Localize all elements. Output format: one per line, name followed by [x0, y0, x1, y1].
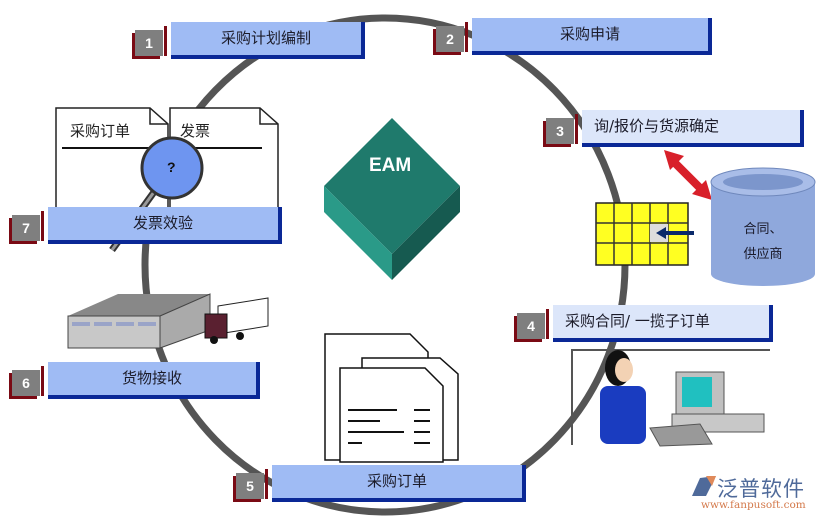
step-number-badge: 6	[12, 366, 44, 396]
step-label: 发票效验	[48, 207, 282, 244]
warehouse-icon	[67, 293, 211, 349]
step-label: 采购订单	[272, 465, 526, 502]
brand-name: 泛普软件	[717, 477, 805, 501]
step-number-badge: 4	[517, 309, 549, 339]
truck-icon	[204, 297, 269, 344]
step-label: 货物接收	[48, 362, 260, 399]
step-number-badge: 5	[236, 469, 268, 499]
order-documents-icon	[324, 333, 459, 463]
database-cylinder-icon	[710, 167, 816, 286]
brand-url[interactable]: www.fanpusoft.com	[701, 499, 806, 511]
step-label: 采购申请	[472, 18, 712, 55]
step-number-badge: 7	[12, 211, 44, 241]
purchase-order-doc-title: 采购订单	[70, 122, 131, 140]
step-label: 询/报价与货源确定	[582, 110, 804, 147]
step-label: 采购合同/ 一揽子订单	[553, 305, 773, 342]
office-worker-computer-icon	[571, 349, 770, 447]
database-label-line2: 供应商	[743, 247, 783, 262]
step-number-badge: 3	[546, 114, 578, 144]
invoice-doc-title: 发票	[180, 122, 211, 140]
eam-center-label: EAM	[369, 155, 412, 176]
step-number-badge: 2	[436, 22, 468, 52]
database-label-line1: 合同、	[743, 222, 783, 237]
eam-cube-icon	[324, 118, 460, 280]
magnifier-question-mark: ?	[167, 159, 176, 175]
step-label: 采购计划编制	[171, 22, 365, 59]
data-import-arrow-icon	[656, 227, 694, 239]
step-number-badge: 1	[135, 26, 167, 56]
fanpu-logo-icon	[692, 476, 716, 496]
bidirectional-red-arrow-icon	[664, 150, 712, 200]
